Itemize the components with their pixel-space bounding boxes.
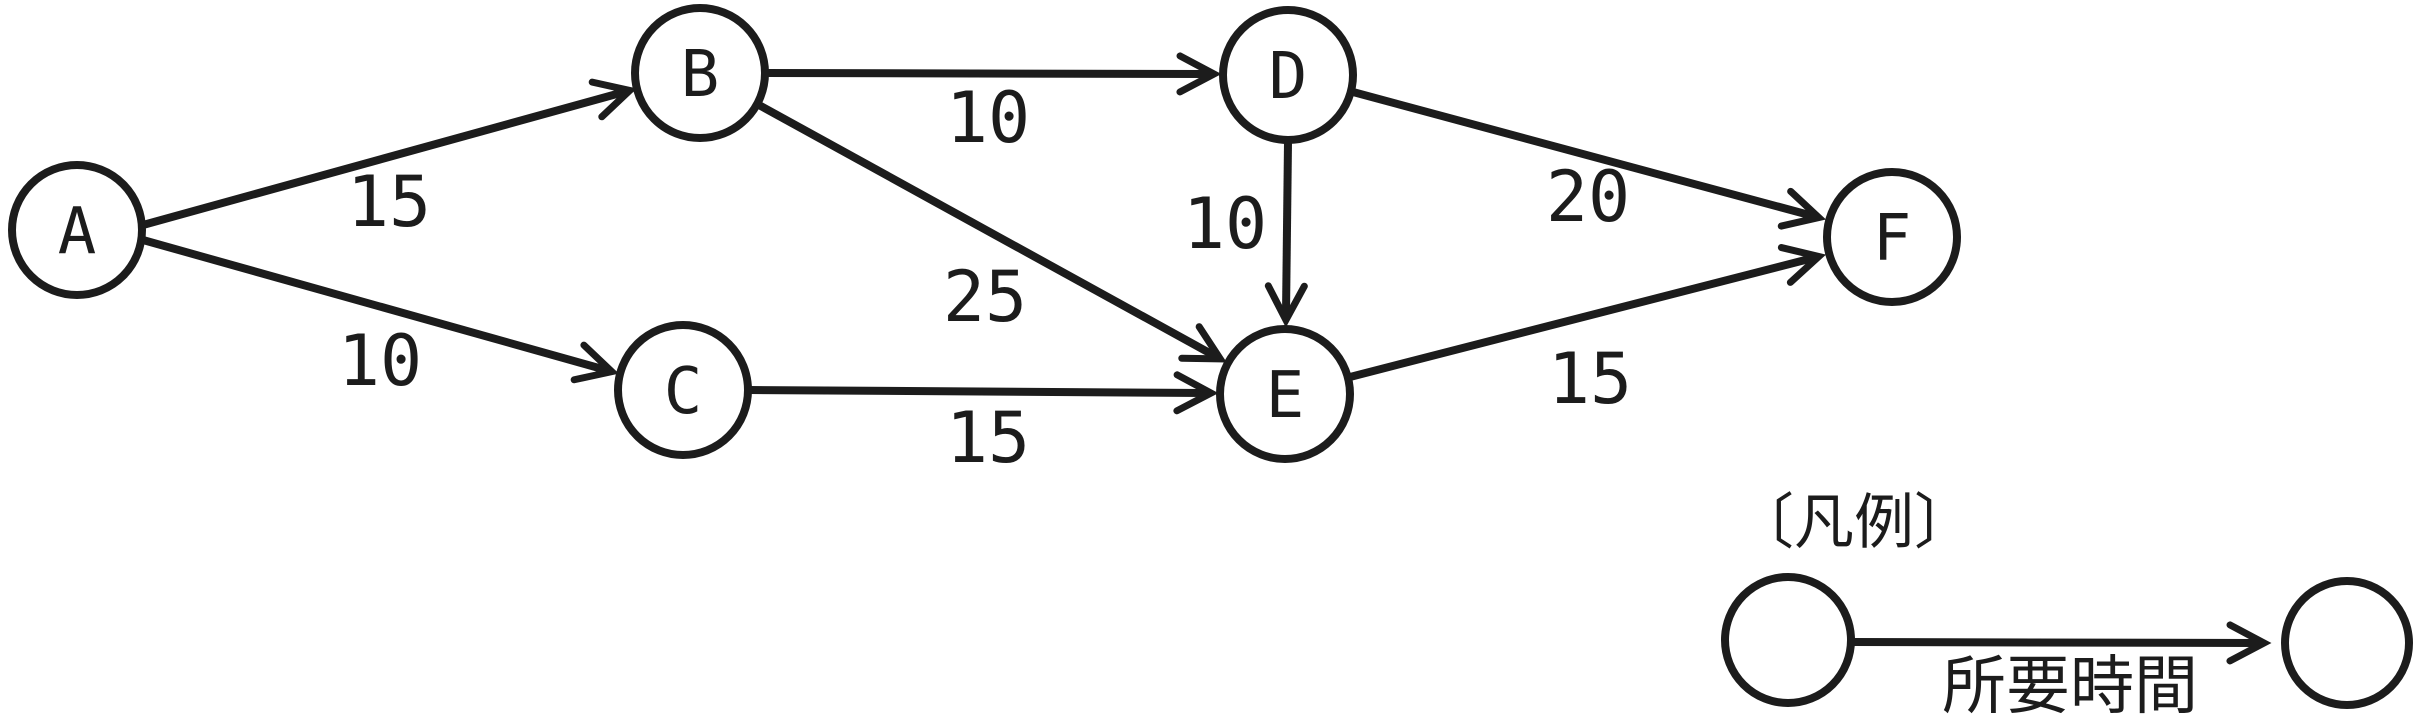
node-E: E: [1216, 325, 1354, 463]
edge-C-E: 15: [749, 371, 1219, 479]
edge-A-C: 10: [141, 236, 619, 402]
node-E-label: E: [1266, 359, 1305, 433]
node-F: F: [1823, 168, 1961, 306]
edge-D-E: 10: [1183, 141, 1308, 328]
legend-edge-label: 所要時間: [1942, 650, 2198, 724]
node-C: C: [614, 321, 752, 459]
edge-B-E: 25: [757, 101, 1227, 363]
node-A-circle: [8, 161, 146, 299]
edge-B-D-line: [766, 52, 1222, 96]
edge-B-E-weight: 25: [943, 256, 1027, 338]
node-A: A: [8, 161, 146, 299]
legend: 〔凡例〕 所要時間: [1721, 488, 2413, 724]
legend-arrow-line: [1852, 621, 2272, 665]
node-B: B: [631, 4, 769, 142]
node-F-circle: [1823, 168, 1961, 306]
node-C-circle: [614, 321, 752, 459]
edge-D-F-line: [1351, 88, 1827, 230]
edge-E-F-weight: 15: [1548, 338, 1632, 420]
legend-end-node-circle: [2281, 577, 2413, 709]
node-B-circle: [631, 4, 769, 142]
node-E-circle: [1216, 325, 1354, 463]
nodes: A B C D E F: [8, 4, 1961, 463]
edge-D-F: 20: [1351, 88, 1827, 238]
legend-start-node-circle: [1721, 573, 1855, 707]
edge-D-F-weight: 20: [1546, 156, 1630, 238]
edge-A-C-weight: 10: [338, 320, 422, 402]
edge-E-F-line: [1349, 244, 1827, 381]
edge-A-C-line: [141, 236, 619, 384]
node-D: D: [1219, 6, 1357, 144]
node-C-label: C: [664, 355, 703, 429]
edges: 15 10 10 25 15 10 20 15: [141, 52, 1827, 479]
edge-D-E-line: [1264, 141, 1308, 328]
node-D-circle: [1219, 6, 1357, 144]
edge-B-D: 10: [766, 52, 1222, 159]
edge-C-E-weight: 15: [946, 397, 1030, 479]
legend-title: 〔凡例〕: [1734, 488, 1974, 558]
edge-D-E-weight: 10: [1183, 183, 1267, 265]
edge-B-E-line: [757, 101, 1227, 363]
edge-A-B: 15: [141, 78, 637, 243]
edge-A-B-weight: 15: [347, 161, 431, 243]
node-B-label: B: [681, 38, 720, 112]
edge-C-E-line: [749, 371, 1219, 415]
node-A-label: A: [58, 195, 97, 269]
edge-A-B-line: [141, 78, 637, 229]
edge-E-F: 15: [1349, 244, 1827, 420]
node-D-label: D: [1269, 40, 1308, 114]
edge-B-D-weight: 10: [946, 77, 1030, 159]
node-F-label: F: [1873, 202, 1912, 276]
